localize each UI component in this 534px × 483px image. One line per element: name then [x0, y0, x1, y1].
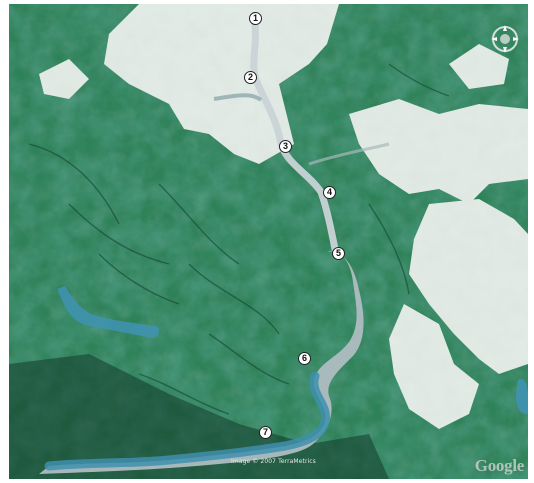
- map-marker-6[interactable]: 6: [298, 352, 311, 365]
- map-marker-7[interactable]: 7: [259, 426, 272, 439]
- satellite-terrain: [9, 4, 528, 479]
- google-logo: Google: [474, 456, 525, 475]
- map-marker-5[interactable]: 5: [332, 247, 345, 260]
- west-fjord: [57, 286, 159, 338]
- east-lake: [515, 378, 528, 415]
- map-marker-2[interactable]: 2: [244, 71, 257, 84]
- map-viewport[interactable]: 1 2 3 4 5 6 7 Image © 2007 TerraMetrics …: [9, 4, 528, 479]
- imagery-copyright: Image © 2007 TerraMetrics: [231, 458, 316, 465]
- map-marker-4[interactable]: 4: [323, 186, 336, 199]
- map-marker-1[interactable]: 1: [249, 12, 262, 25]
- compass-rose-icon[interactable]: [490, 24, 520, 54]
- map-marker-3[interactable]: 3: [279, 140, 292, 153]
